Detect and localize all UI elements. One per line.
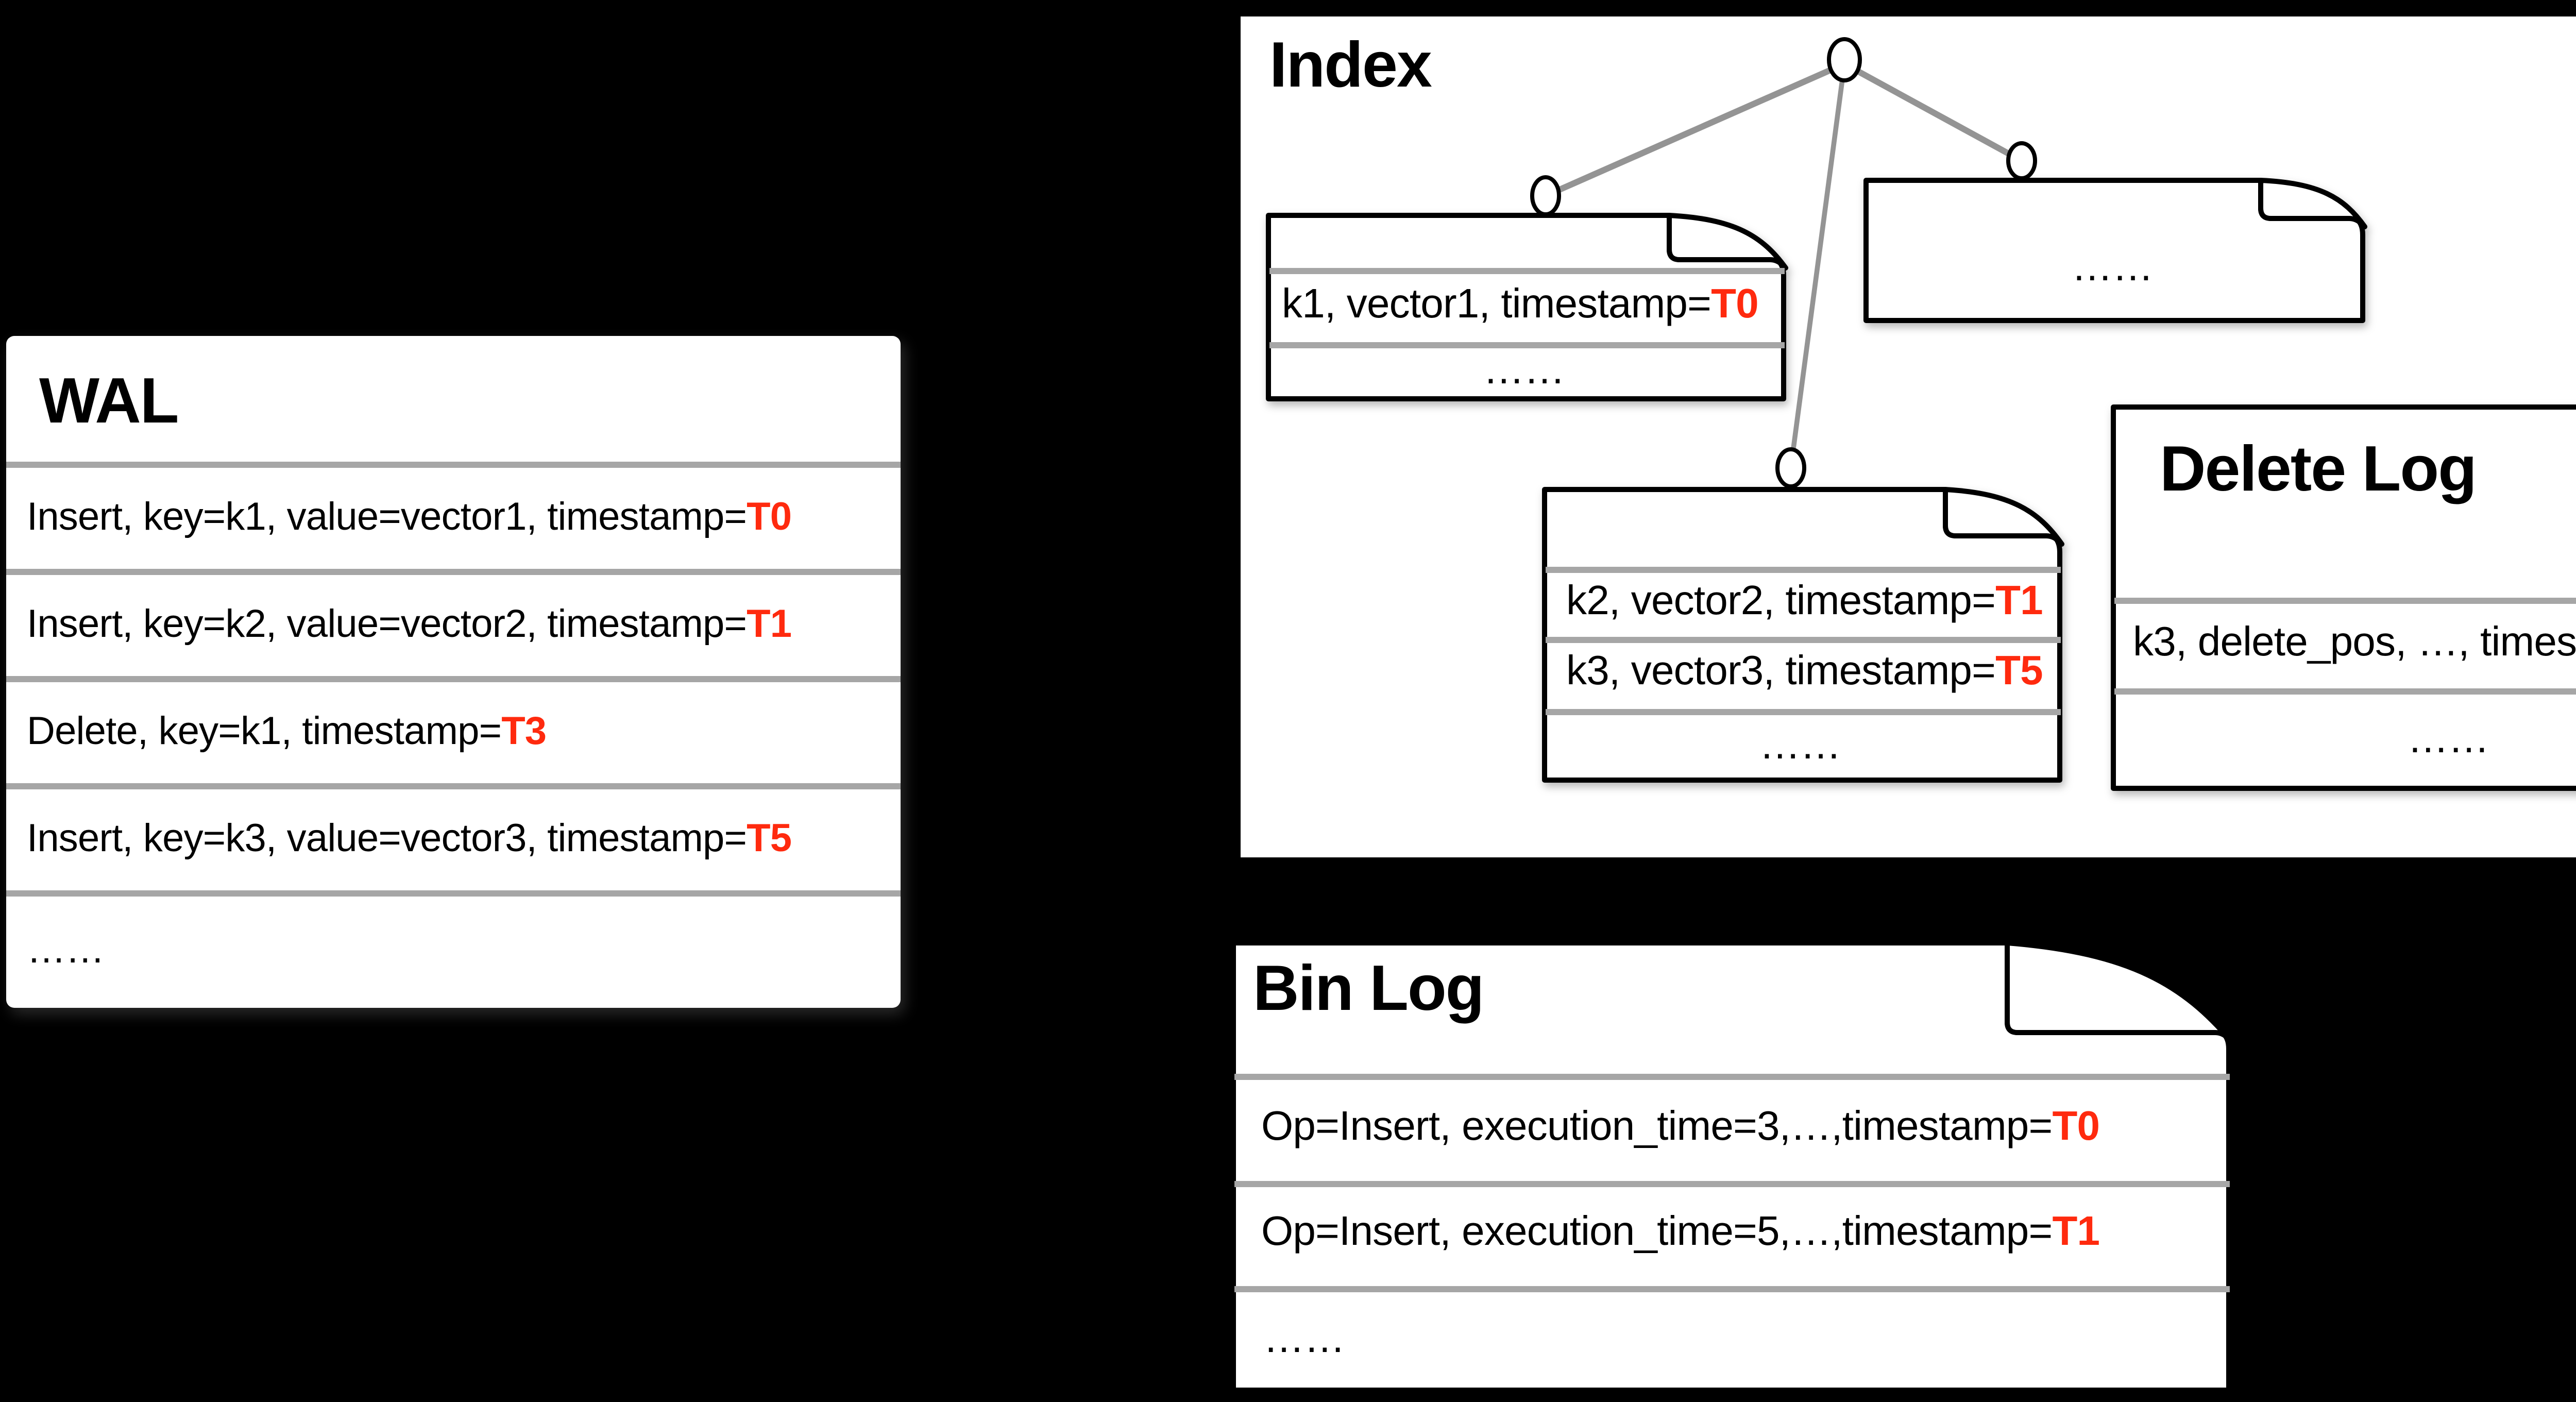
- segment-row-ellipsis: ……: [1541, 709, 2059, 783]
- segment-row-text: ……: [2071, 245, 2154, 291]
- row-divider: [1546, 709, 2061, 715]
- index-title: Index: [1269, 29, 1432, 101]
- wal-title: WAL: [39, 365, 179, 437]
- wal-table: WAL Insert, key=k1, value=vector1, times…: [6, 336, 901, 1008]
- wal-row-text: Delete, key=k1, timestamp=: [27, 710, 502, 753]
- timestamp-value: T1: [747, 603, 792, 646]
- document-page-icon: [1863, 178, 2367, 323]
- timestamp-value: T1: [2052, 1210, 2100, 1255]
- index-segment-doc-k1: k1, vector1, timestamp=T0 ……: [1265, 212, 1789, 402]
- bin-log-row-1: Op=Insert, execution_time=3,…,timestamp=…: [1230, 1074, 2228, 1181]
- wal-row-insert-k2: Insert, key=k2, value=vector2, timestamp…: [6, 569, 901, 676]
- segment-row-ellipsis: ……: [1863, 214, 2362, 324]
- row-divider: [1546, 637, 2061, 643]
- segment-row-k3: k3, vector3, timestamp=T5: [1541, 637, 2059, 709]
- delete-log-row-ellipsis: ……: [2110, 688, 2576, 791]
- timestamp-value: T0: [2052, 1104, 2100, 1149]
- document-page-icon: [1231, 940, 2233, 1393]
- timestamp-value: T0: [747, 496, 792, 539]
- timestamp-value: T5: [1995, 649, 2043, 695]
- wal-row-delete-k1: Delete, key=k1, timestamp=T3: [6, 676, 901, 783]
- timestamp-value: T1: [1995, 578, 2043, 623]
- row-divider: [1269, 268, 1785, 274]
- bin-log-row-text: Op=Insert, execution_time=5,…,timestamp=: [1261, 1210, 2053, 1255]
- wal-row-text: ……: [27, 930, 105, 973]
- segment-row-k1: k1, vector1, timestamp=T0: [1265, 268, 1783, 342]
- segment-row-k2: k2, vector2, timestamp=T1: [1541, 567, 2059, 637]
- timestamp-value: T5: [747, 817, 792, 860]
- bin-log-row-2: Op=Insert, execution_time=5,…,timestamp=…: [1230, 1181, 2228, 1286]
- timestamp-value: T0: [1711, 281, 1759, 327]
- timestamp-value: T3: [501, 710, 547, 753]
- delete-log-doc: Delete Log k3, delete_pos, …, timestamp=…: [2110, 404, 2576, 791]
- document-page-icon: [1542, 487, 2064, 783]
- row-divider: [1269, 342, 1785, 348]
- wal-row-text: Insert, key=k3, value=vector3, timestamp…: [27, 817, 747, 860]
- index-segment-doc-k2: k2, vector2, timestamp=T1 k3, vector3, t…: [1541, 486, 2065, 783]
- segment-row-text: k3, vector3, timestamp=: [1566, 649, 1996, 695]
- segment-row-text: ……: [1483, 348, 1565, 394]
- row-divider: [2114, 688, 2576, 695]
- document-page-icon: [1266, 213, 1788, 401]
- row-divider: [1234, 1181, 2230, 1187]
- wal-row-insert-k1: Insert, key=k1, value=vector1, timestamp…: [6, 462, 901, 569]
- wal-row-text: Insert, key=k1, value=vector1, timestamp…: [27, 496, 747, 539]
- segment-row-text: k1, vector1, timestamp=: [1282, 281, 1711, 327]
- bin-log-doc: Bin Log Op=Insert, execution_time=3,…,ti…: [1230, 940, 2234, 1393]
- delete-log-row-text: ……: [2407, 716, 2489, 762]
- row-divider: [1234, 1286, 2230, 1292]
- bin-log-title: Bin Log: [1253, 952, 1484, 1024]
- wal-row-text: Insert, key=k2, value=vector2, timestamp…: [27, 603, 747, 646]
- segment-row-text: k2, vector2, timestamp=: [1566, 578, 1996, 623]
- index-segment-doc-more: ……: [1863, 177, 2368, 324]
- row-divider: [2114, 598, 2576, 604]
- wal-row-ellipsis: ……: [6, 890, 901, 1008]
- segment-row-text: ……: [1759, 722, 1841, 768]
- wal-row-insert-k3: Insert, key=k3, value=vector3, timestamp…: [6, 783, 901, 890]
- delete-log-row-k3: k3, delete_pos, …, timestamp=T3: [2110, 598, 2576, 688]
- row-divider: [1546, 567, 2061, 573]
- bin-log-row-ellipsis: ……: [1230, 1286, 2228, 1393]
- segment-row-ellipsis: ……: [1265, 342, 1783, 402]
- row-divider: [1234, 1074, 2230, 1080]
- bin-log-row-text: ……: [1263, 1316, 1345, 1361]
- delete-log-row-text: k3, delete_pos, …, timestamp=: [2133, 619, 2576, 665]
- bin-log-row-text: Op=Insert, execution_time=3,…,timestamp=: [1261, 1104, 2053, 1149]
- delete-log-title: Delete Log: [2160, 433, 2477, 505]
